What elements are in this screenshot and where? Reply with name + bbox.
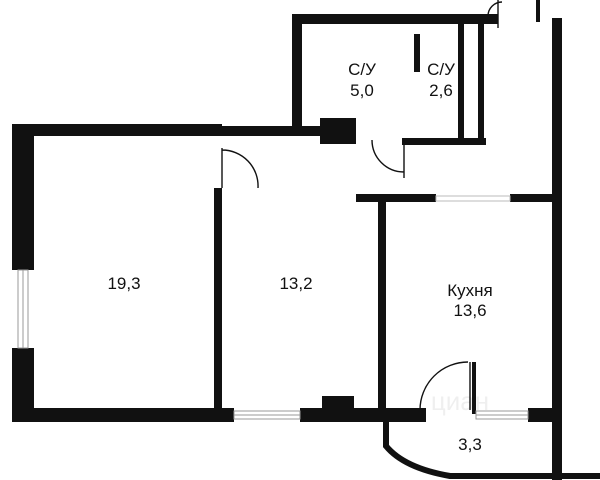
wall-top-middle [222, 126, 322, 136]
bathroom-2-area: 2,6 [429, 81, 453, 100]
kitchen-name: Кухня [447, 281, 493, 300]
bathroom-1-name: С/У [348, 60, 376, 79]
door-middle-room [221, 148, 259, 189]
wall-bottom-right [528, 408, 554, 422]
wall-partition-1 [214, 188, 222, 420]
wall-left-bottom [12, 348, 34, 422]
wall-top-left [12, 124, 222, 136]
room-middle-area: 13,2 [279, 274, 312, 293]
door-kitchen-balcony [419, 361, 471, 411]
wall-kitchen-top-right [510, 194, 554, 202]
wall-bottom-mid [300, 408, 426, 422]
door-bathroom [371, 139, 405, 178]
wall-balcony [383, 422, 600, 479]
wall-right [552, 18, 562, 480]
wall-bath-corner [536, 0, 540, 22]
wall-kitchen-top-left [356, 194, 436, 202]
doors [221, 0, 503, 411]
door-entrance [487, 0, 503, 28]
bathroom-1-area: 5,0 [350, 81, 374, 100]
walls [12, 0, 600, 480]
wall-bath-bottom [402, 138, 486, 145]
wall-kitchen-left [378, 196, 386, 422]
wall-bath-black-block [320, 118, 356, 144]
balcony-area: 3,3 [458, 435, 482, 454]
wall-bottom-left [12, 408, 234, 422]
wall-door-jamb [472, 362, 476, 414]
wall-bath-partition [414, 34, 420, 72]
window-kitchen-top [435, 195, 511, 202]
room-large-area: 19,3 [107, 274, 140, 293]
wall-bath-top [292, 14, 498, 24]
wall-bath-inner-1 [458, 24, 464, 138]
wall-bottom-block [322, 396, 354, 422]
windows [17, 195, 529, 420]
wall-bath-inner-2 [478, 24, 484, 138]
wall-left-top [12, 124, 34, 270]
kitchen-area: 13,6 [453, 301, 486, 320]
wall-bath-left [292, 14, 302, 136]
room-labels: 19,3 13,2 Кухня 13,6 С/У 5,0 С/У 2,6 3,3 [107, 60, 492, 454]
bathroom-2-name: С/У [427, 60, 455, 79]
